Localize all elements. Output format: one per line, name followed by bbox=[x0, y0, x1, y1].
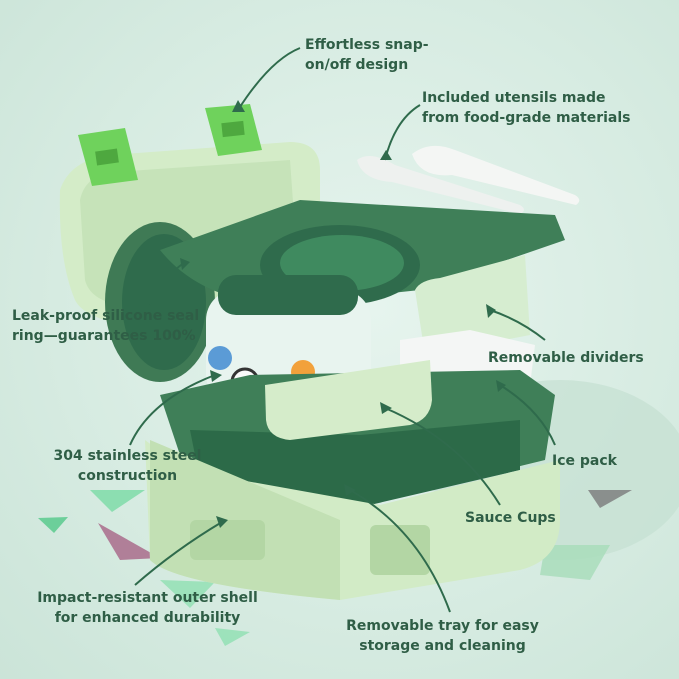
arrowhead-icepack bbox=[496, 380, 506, 392]
callout-steel: 304 stainless steel construction bbox=[53, 448, 202, 484]
arrowhead-tray bbox=[344, 484, 356, 496]
sauce-cup bbox=[265, 360, 432, 440]
arrowhead-dividers bbox=[486, 304, 496, 318]
arrow-sauce bbox=[384, 407, 501, 506]
confetti-green-1 bbox=[38, 517, 68, 533]
arrow-steel bbox=[129, 374, 216, 446]
shell-handle-left bbox=[190, 520, 265, 560]
callout-dividers: Removable dividers bbox=[488, 350, 644, 366]
arrowhead-seal bbox=[180, 258, 190, 270]
callout-seal: Leak-proof silicone seal ring—guarantees… bbox=[12, 308, 200, 344]
utensil-fork bbox=[357, 156, 524, 214]
confetti-green-3 bbox=[540, 545, 610, 580]
animal-elephant bbox=[208, 346, 232, 370]
utensil-spoon bbox=[412, 145, 580, 205]
arrow-snap bbox=[237, 47, 301, 111]
arrowhead-shell bbox=[216, 516, 228, 528]
tray-wells bbox=[190, 420, 520, 505]
callout-snap: Effortless snap- on/off design bbox=[305, 37, 429, 73]
callout-shell: Impact-resistant outer shell for enhance… bbox=[37, 590, 258, 626]
thermos-lid bbox=[218, 275, 358, 315]
arrow-tray bbox=[349, 489, 451, 613]
arrow-seal bbox=[149, 261, 186, 306]
arrowhead-sauce bbox=[380, 402, 392, 414]
arrow-utensils bbox=[384, 104, 421, 161]
confetti-green-5 bbox=[215, 628, 250, 646]
snap-clip-right-slot bbox=[221, 120, 245, 138]
arrow-icepack bbox=[499, 384, 556, 446]
arrow-dividers bbox=[489, 309, 546, 341]
arrowhead-snap bbox=[232, 100, 245, 112]
arrowhead-steel bbox=[210, 370, 222, 382]
shell-handle-right bbox=[370, 525, 430, 575]
confetti-green-4 bbox=[160, 580, 215, 608]
snap-clip-left-slot bbox=[95, 148, 119, 166]
callout-icepack: Ice pack bbox=[552, 453, 617, 469]
arrowhead-utensils bbox=[380, 150, 392, 160]
confetti-purple bbox=[98, 523, 160, 560]
callout-utensils: Included utensils made from food-grade m… bbox=[422, 90, 631, 126]
confetti-grey bbox=[588, 490, 632, 508]
callout-tray: Removable tray for easy storage and clea… bbox=[346, 618, 539, 654]
callout-sauce: Sauce Cups bbox=[465, 510, 556, 526]
arrow-shell bbox=[134, 521, 223, 586]
confetti-green-2 bbox=[90, 490, 145, 512]
divider-piece bbox=[415, 255, 530, 355]
